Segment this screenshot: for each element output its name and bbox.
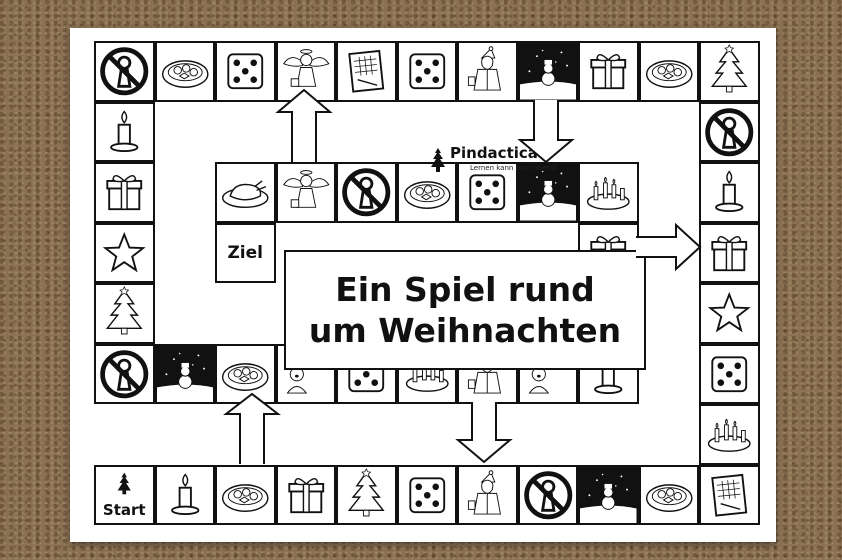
board-title: Ein Spiel rund um Weihnachten	[308, 270, 622, 350]
arrow-down-inner	[517, 100, 575, 164]
no-pawn-icon	[523, 470, 572, 519]
candle-icon	[715, 170, 744, 213]
angel-icon	[282, 49, 330, 87]
space-top-7	[215, 41, 276, 102]
space-right-1	[699, 343, 760, 404]
gift-icon	[106, 175, 143, 211]
snowman-night-icon	[519, 170, 576, 221]
cookie-plate-icon	[645, 60, 693, 88]
arrow-down-bottom	[455, 402, 513, 464]
candle-icon	[170, 472, 199, 515]
space-right-3	[699, 222, 760, 283]
no-pawn-icon	[100, 47, 149, 96]
cookie-plate-icon	[221, 483, 269, 512]
space-bottom-3	[275, 464, 336, 525]
space-bottom-7	[517, 464, 578, 525]
space-bottom-9	[638, 464, 699, 525]
snowman-night-icon	[519, 49, 576, 100]
dice-five-icon	[408, 53, 445, 90]
christmas-tree-icon	[105, 286, 143, 335]
space-left-3	[94, 283, 155, 344]
space-right-2	[699, 283, 760, 344]
space-right-0	[699, 404, 760, 465]
space-inner-top-4	[275, 162, 336, 223]
brand-figure-icon	[431, 148, 445, 172]
space-left-2	[94, 222, 155, 283]
space-right-6	[699, 41, 760, 102]
dice-five-icon	[469, 174, 506, 211]
no-pawn-icon	[100, 349, 149, 398]
dice-five-icon	[227, 53, 264, 90]
no-pawn-icon	[342, 168, 391, 217]
roast-chicken-icon	[221, 180, 269, 209]
gift-icon	[287, 477, 324, 513]
puzzle-sheet-icon	[711, 473, 748, 517]
caroler-icon	[286, 354, 333, 394]
arrow-up-left	[223, 392, 281, 464]
space-top-5	[336, 41, 397, 102]
space-bottom-1	[154, 464, 215, 525]
space-top-0	[638, 41, 699, 102]
space-bottom-10	[699, 464, 760, 525]
candle-icon	[110, 109, 139, 152]
board-title-box: Ein Spiel rund um Weihnachten	[284, 250, 646, 370]
space-inner-top-0	[517, 162, 578, 223]
space-bottom-5	[396, 464, 457, 525]
space-top-4	[396, 41, 457, 102]
advent-wreath-icon	[707, 418, 751, 452]
space-inner-right-2	[578, 162, 639, 223]
space-inner-top-5	[215, 162, 276, 223]
star-icon	[707, 291, 751, 333]
snowman-night-icon	[580, 473, 637, 523]
start-label: Start	[102, 500, 146, 519]
space-right-4	[699, 162, 760, 223]
brand-name: Pindactica	[450, 144, 538, 162]
space-inner-bottom-0	[154, 343, 215, 404]
cookie-plate-icon	[645, 483, 693, 512]
gift-icon	[711, 235, 748, 271]
space-top-9	[94, 41, 155, 102]
puzzle-sheet-icon	[348, 49, 385, 93]
cookie-plate-icon	[221, 362, 269, 391]
game-board: Start Ziel Pindactica Lernen kann man übe…	[70, 28, 776, 542]
cookie-plate-icon	[403, 181, 451, 209]
space-top-1	[578, 41, 639, 102]
space-bottom-2	[215, 464, 276, 525]
santa-icon	[467, 469, 501, 515]
star-icon	[102, 231, 146, 272]
dice-five-icon	[408, 476, 445, 513]
space-bottom-8	[578, 464, 639, 525]
space-goal: Ziel	[215, 222, 276, 283]
space-bottom-4	[336, 464, 397, 525]
arrow-right-exit	[636, 222, 702, 272]
space-right-5	[699, 101, 760, 162]
arrow-up-top	[275, 88, 333, 162]
cookie-plate-icon	[161, 60, 209, 88]
angel-icon	[282, 170, 330, 208]
santa-icon	[467, 46, 501, 91]
space-left-1	[94, 162, 155, 223]
space-bottom-6	[457, 464, 518, 525]
space-top-8	[154, 41, 215, 102]
start-logo-icon	[117, 472, 131, 494]
space-top-2	[517, 41, 578, 102]
space-inner-top-3	[336, 162, 397, 223]
space-left-4	[94, 343, 155, 404]
caroler-icon	[528, 354, 575, 394]
brand-tagline: Lernen kann man überall	[470, 164, 558, 172]
advent-wreath-icon	[586, 176, 630, 210]
snowman-night-icon	[156, 352, 213, 402]
gift-icon	[590, 54, 627, 90]
space-left-0	[94, 101, 155, 162]
space-inner-top-2	[396, 162, 457, 223]
christmas-tree-icon	[347, 467, 385, 516]
space-inner-top-1	[457, 162, 518, 223]
christmas-tree-icon	[710, 44, 748, 93]
space-top-3	[457, 41, 518, 102]
goal-label: Ziel	[227, 242, 263, 263]
space-bottom-0: Start	[94, 464, 155, 525]
brand-logo: Pindactica Lernen kann man überall	[428, 144, 568, 178]
dice-five-icon	[711, 355, 748, 392]
no-pawn-icon	[705, 107, 754, 156]
